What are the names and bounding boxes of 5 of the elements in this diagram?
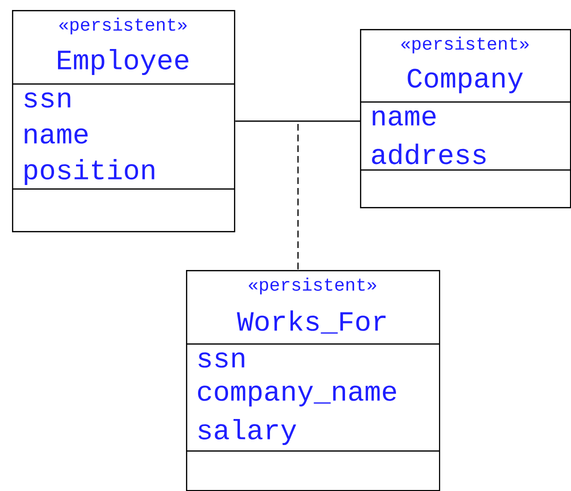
association-class-link bbox=[297, 124, 299, 270]
association-line bbox=[235, 120, 360, 122]
class-box: «persistent» Works_For ssn company_name salary bbox=[186, 270, 440, 491]
class-box: «persistent» Employee ssn name position bbox=[12, 10, 236, 232]
class-box: «persistent» Company name address bbox=[360, 29, 571, 208]
